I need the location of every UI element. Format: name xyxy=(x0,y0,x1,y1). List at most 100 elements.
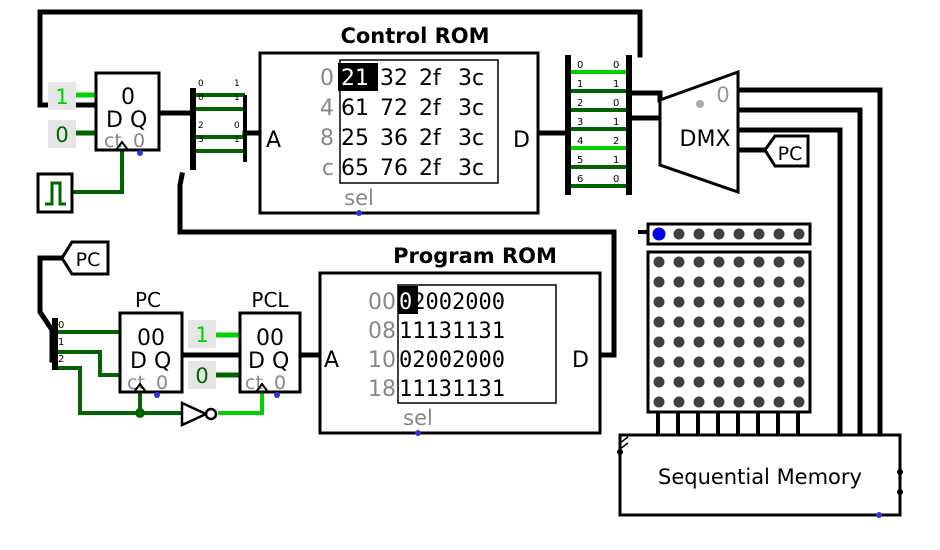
clock[interactable] xyxy=(36,172,74,214)
splitter-left-label: 1 xyxy=(234,93,240,103)
led-dot xyxy=(793,316,805,328)
program-rom-addr: 18 xyxy=(368,377,396,402)
led-dot xyxy=(753,316,765,328)
sequential-memory-pin-right-1[interactable] xyxy=(897,469,903,475)
led-dot xyxy=(693,356,705,368)
control-rom-cell: 21 xyxy=(341,66,369,91)
led-dot xyxy=(793,256,805,268)
splitter-control-bar xyxy=(565,55,571,195)
splitter-left-label: 0 xyxy=(198,93,204,103)
pc-reg-q: Q xyxy=(154,349,171,374)
led-dot xyxy=(773,356,785,368)
control-rom-sel-port[interactable] xyxy=(356,210,362,216)
led-dot xyxy=(693,336,705,348)
demux[interactable]: DMX 0 xyxy=(658,69,740,195)
control-rom-cell: 36 xyxy=(380,126,408,151)
junction-pc-clock xyxy=(135,408,145,418)
tunnel-pc-out[interactable]: PC xyxy=(763,134,810,168)
top-reg-q: Q xyxy=(130,108,147,133)
led-dot xyxy=(793,376,805,388)
led-dot xyxy=(713,256,725,268)
led-dot xyxy=(693,316,705,328)
pcl-reg-clock-triangle xyxy=(255,382,269,393)
pcl-in1-pin[interactable] xyxy=(188,320,216,348)
program-rom-cell: 11131131 xyxy=(399,319,505,344)
top-reg-d: D xyxy=(106,108,123,133)
splitter-pc-bar xyxy=(52,318,58,370)
control-rom-cell: 25 xyxy=(341,126,369,151)
pcl-reg-q: Q xyxy=(272,349,289,374)
splitter-control-bar-right xyxy=(626,55,632,195)
pcl-in1-value: 1 xyxy=(195,323,208,347)
splitter-control-label: 4 xyxy=(577,136,583,147)
demux-select-port[interactable] xyxy=(696,100,704,108)
pcl-reg-port[interactable] xyxy=(274,392,280,398)
wires xyxy=(37,9,883,438)
pc-reg-port[interactable] xyxy=(154,392,160,398)
program-rom-title: Program ROM xyxy=(393,244,557,268)
splitter-control-label: 5 xyxy=(577,155,583,166)
pc-register[interactable]: PC 00 D Q ct 0 xyxy=(118,288,184,398)
sequential-memory-port[interactable] xyxy=(876,512,882,518)
tunnel-pc-out-label: PC xyxy=(778,143,803,165)
sequential-memory-pin-left[interactable] xyxy=(617,449,623,455)
top-reg-in1-value: 1 xyxy=(55,85,68,109)
led-grid-body xyxy=(646,250,812,414)
led-row-select-dot xyxy=(713,228,725,240)
splitter-control-label: 2 xyxy=(577,98,583,109)
sequential-memory[interactable]: Sequential Memory xyxy=(617,433,903,518)
wire-dmx-out1 xyxy=(735,107,863,438)
led-dot xyxy=(713,336,725,348)
led-dot xyxy=(673,316,685,328)
tunnel-pc-in-body xyxy=(60,240,110,276)
control-rom-port-d: D xyxy=(513,128,530,153)
pcl-reg-d: D xyxy=(248,349,265,374)
led-dot xyxy=(713,376,725,388)
splitter-control-label: 2 xyxy=(613,136,619,147)
inverter-bubble xyxy=(204,407,218,421)
top-reg-in0-pin[interactable] xyxy=(48,120,76,148)
sequential-memory-pin-right-2[interactable] xyxy=(897,489,903,495)
led-dot xyxy=(653,296,665,308)
led-dot xyxy=(693,256,705,268)
tunnel-pc-out-body xyxy=(763,134,810,168)
led-dot xyxy=(753,276,765,288)
led-dot xyxy=(793,336,805,348)
splitter-control-label: 1 xyxy=(613,155,619,166)
splitter-control-label: 0 xyxy=(613,60,619,71)
top-register[interactable]: 1 0 0 D Q ct 0 xyxy=(48,71,161,156)
top-reg-port[interactable] xyxy=(137,150,143,156)
control-rom-sel: sel xyxy=(344,186,374,210)
control-rom-cell: 2f xyxy=(419,66,442,91)
tunnel-pc-in[interactable]: PC xyxy=(60,240,110,276)
program-rom-sel-port[interactable] xyxy=(415,430,421,436)
program-rom-cell: 02002000 xyxy=(399,290,505,315)
control-rom-cell: 3c xyxy=(458,96,484,121)
top-reg-in1-pin[interactable] xyxy=(48,82,76,110)
control-rom-title: Control ROM xyxy=(340,24,489,48)
led-dot xyxy=(773,336,785,348)
top-reg-body xyxy=(94,71,161,152)
pcl-register[interactable]: 1 0 PCL 00 D Q ct 0 xyxy=(188,288,302,398)
led-dot xyxy=(693,276,705,288)
led-row-select xyxy=(652,227,805,241)
wire-pc-bit2 xyxy=(58,366,190,415)
pcl-in0-pin[interactable] xyxy=(188,361,216,389)
sequential-memory-clock-triangle xyxy=(619,436,629,450)
led-dot xyxy=(713,356,725,368)
splitter-pc: 012 xyxy=(52,318,64,370)
led-dot xyxy=(673,396,685,408)
pc-reg-ct-value: 0 xyxy=(156,372,168,394)
led-dot xyxy=(653,396,665,408)
led-dot xyxy=(713,316,725,328)
program-rom-cell: 02002000 xyxy=(399,348,505,373)
led-dot xyxy=(733,296,745,308)
inverter[interactable] xyxy=(180,401,218,427)
splitter-control-label: 6 xyxy=(577,174,583,185)
demux-label: DMX xyxy=(680,127,731,152)
pcl-reg-ct: ct xyxy=(245,372,263,394)
